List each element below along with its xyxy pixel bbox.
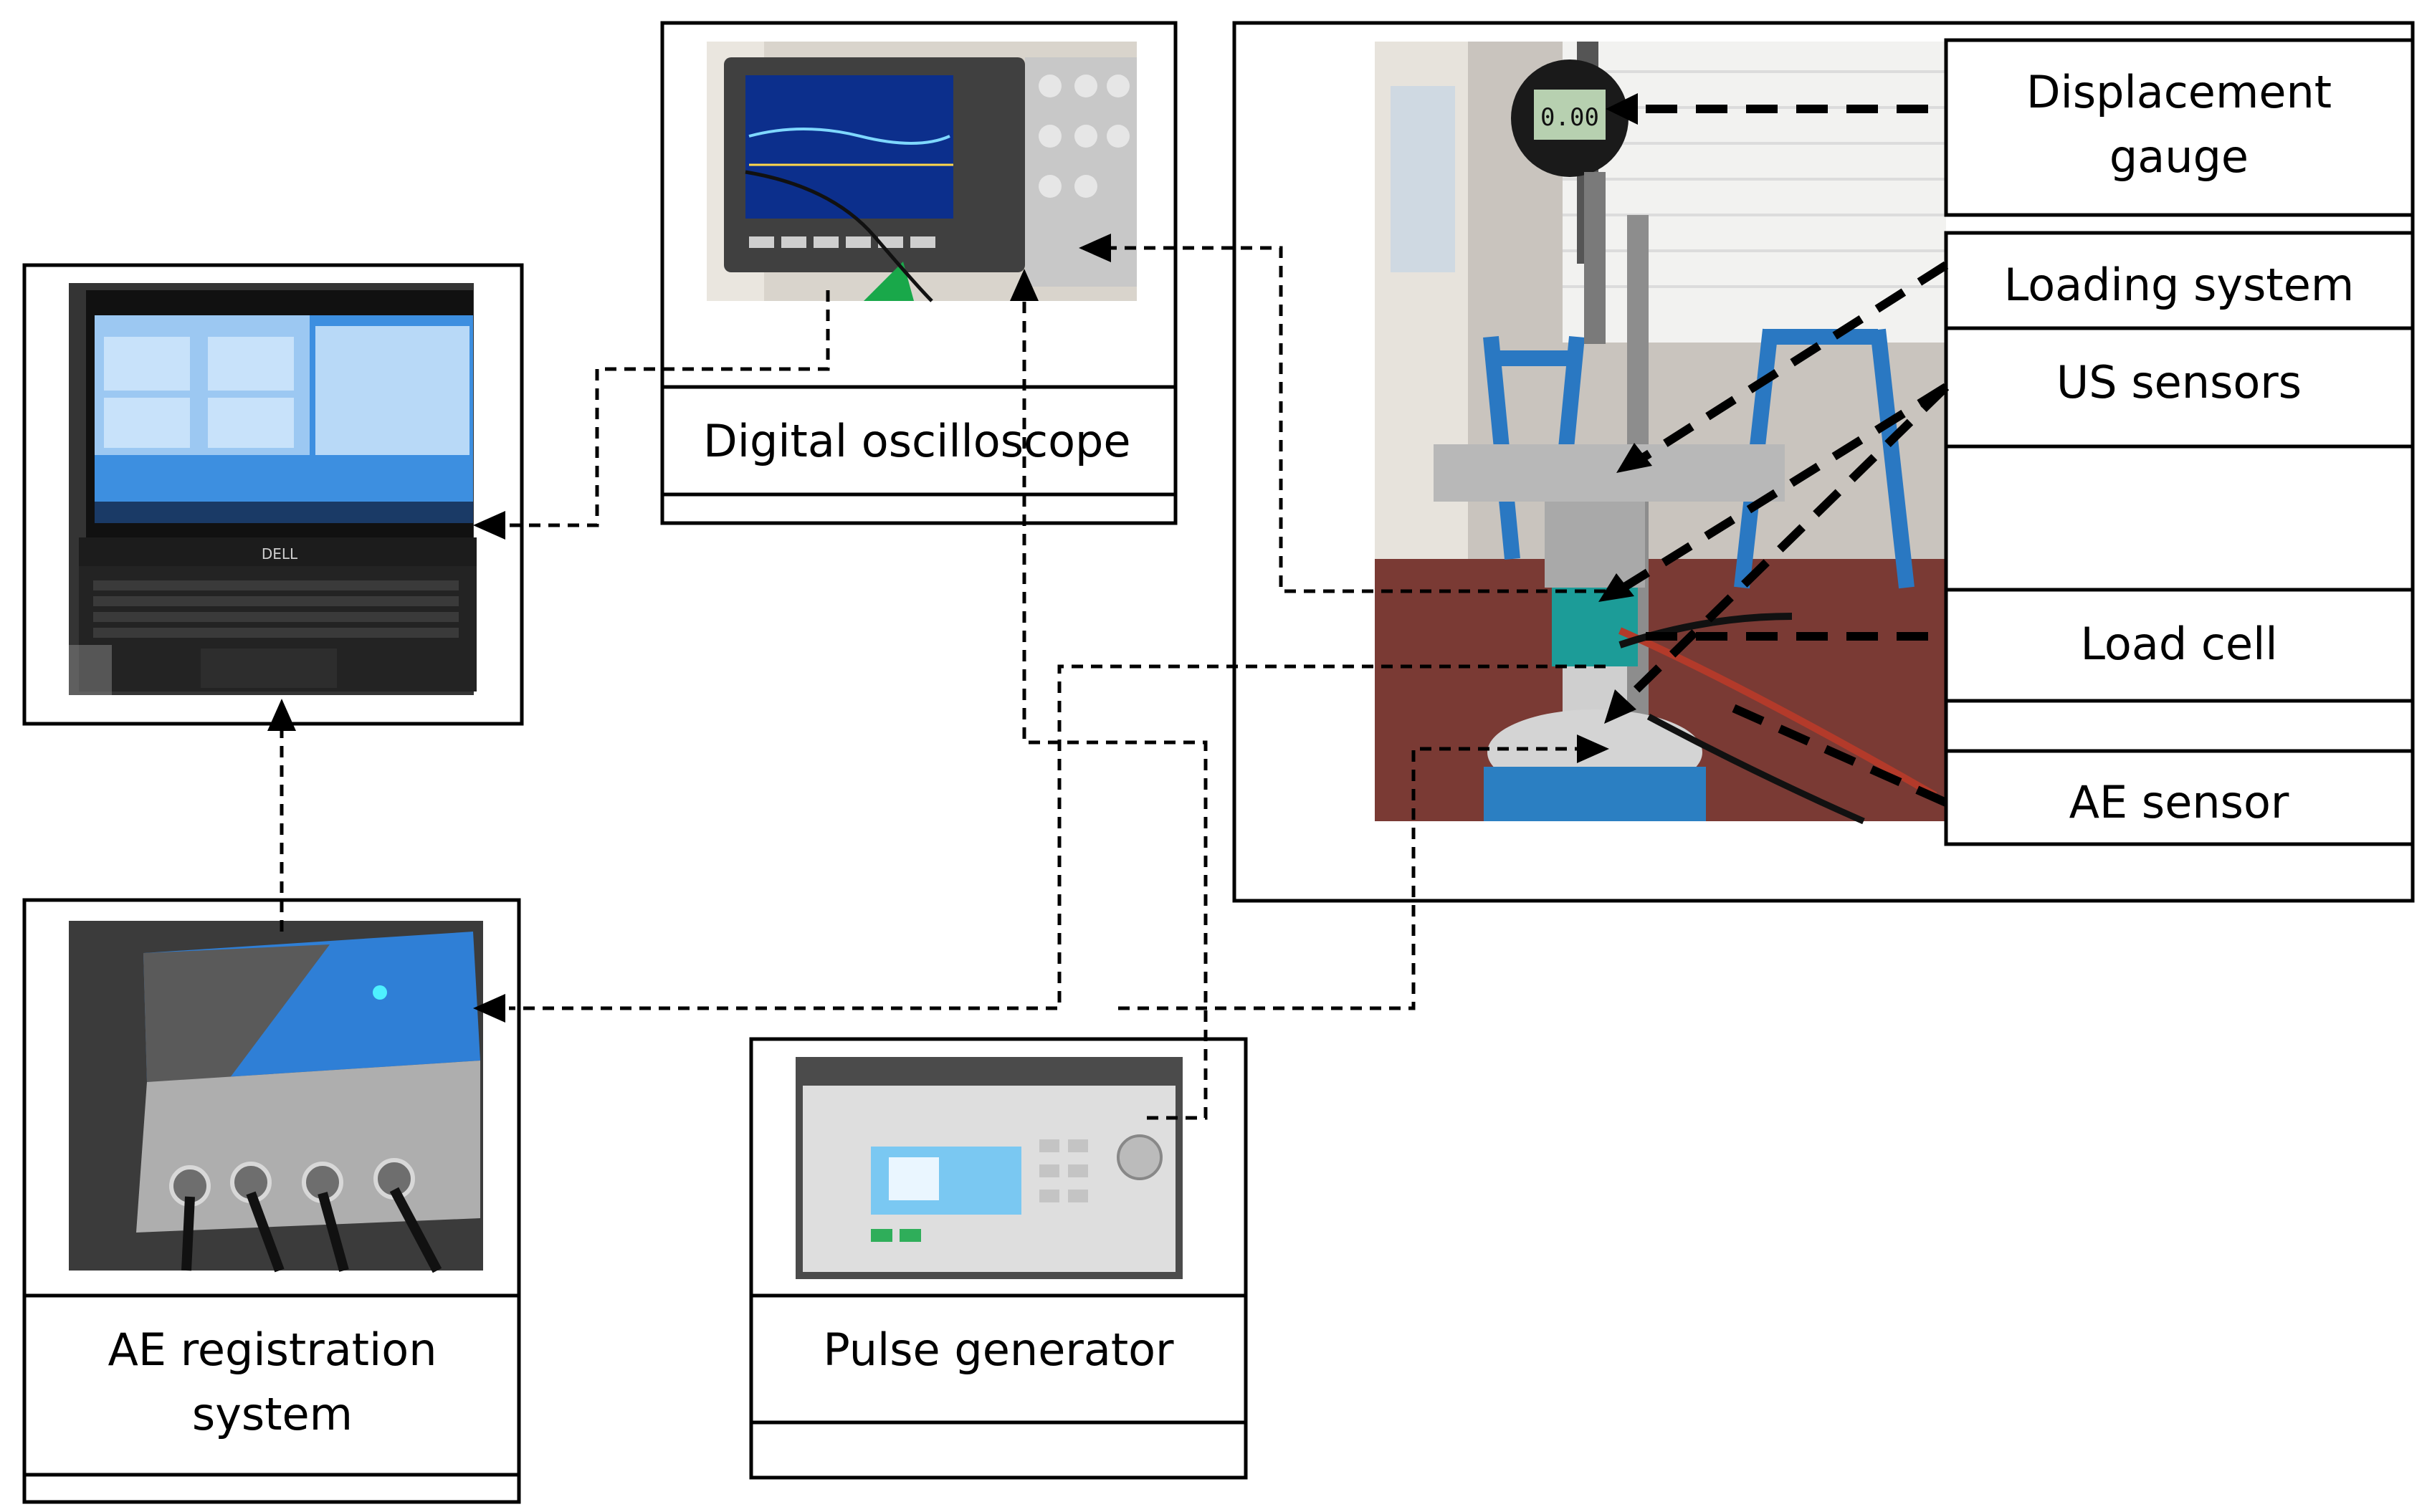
arrowhead	[267, 699, 296, 731]
ae-registration-box-photo	[69, 921, 483, 1273]
arrowhead	[1079, 234, 1111, 262]
displacement-gauge-label-line1: Displacement	[2026, 66, 2332, 118]
ae-registration-box: AE registration system	[22, 898, 521, 1504]
oscilloscope-photo	[707, 42, 1137, 302]
arrowhead	[1577, 735, 1609, 763]
arrowhead	[1010, 269, 1039, 301]
test-rig-box: 0.00 Displacement gauge Loading system U…	[1232, 21, 2415, 903]
laptop-photo: DELL	[69, 283, 477, 695]
laptop-box: DELL	[22, 263, 524, 726]
pulse-generator-box: Pulse generator	[749, 1037, 1248, 1480]
arrowhead	[473, 994, 505, 1023]
gauge-reading: 0.00	[1540, 103, 1599, 132]
oscilloscope-box: Digital oscilloscope	[660, 21, 1178, 525]
test-rig-photo: 0.00	[1375, 42, 1946, 825]
arrowhead	[473, 511, 505, 540]
pulse-generator-photo	[796, 1057, 1183, 1279]
loading-beam	[1434, 444, 1785, 502]
callout-lines	[1598, 93, 1950, 807]
laptop-brand: DELL	[262, 545, 298, 563]
ae-registration-label-line1: AE registration	[108, 1324, 437, 1376]
load-cell-ring	[1552, 588, 1638, 666]
pulse-generator-label: Pulse generator	[823, 1324, 1174, 1376]
loading-system-label: Loading system	[2004, 259, 2354, 311]
ae-registration-label-line2: system	[192, 1388, 353, 1440]
digital-oscilloscope-label: Digital oscilloscope	[703, 415, 1131, 467]
load-cell-label: Load cell	[2080, 618, 2277, 670]
us-sensors-label: US sensors	[2056, 356, 2302, 408]
connector-lines	[267, 234, 1609, 1120]
ae-sensor-label: AE sensor	[2069, 776, 2289, 828]
oscilloscope-screen	[745, 75, 953, 219]
displacement-gauge-label-line2: gauge	[2109, 130, 2249, 183]
